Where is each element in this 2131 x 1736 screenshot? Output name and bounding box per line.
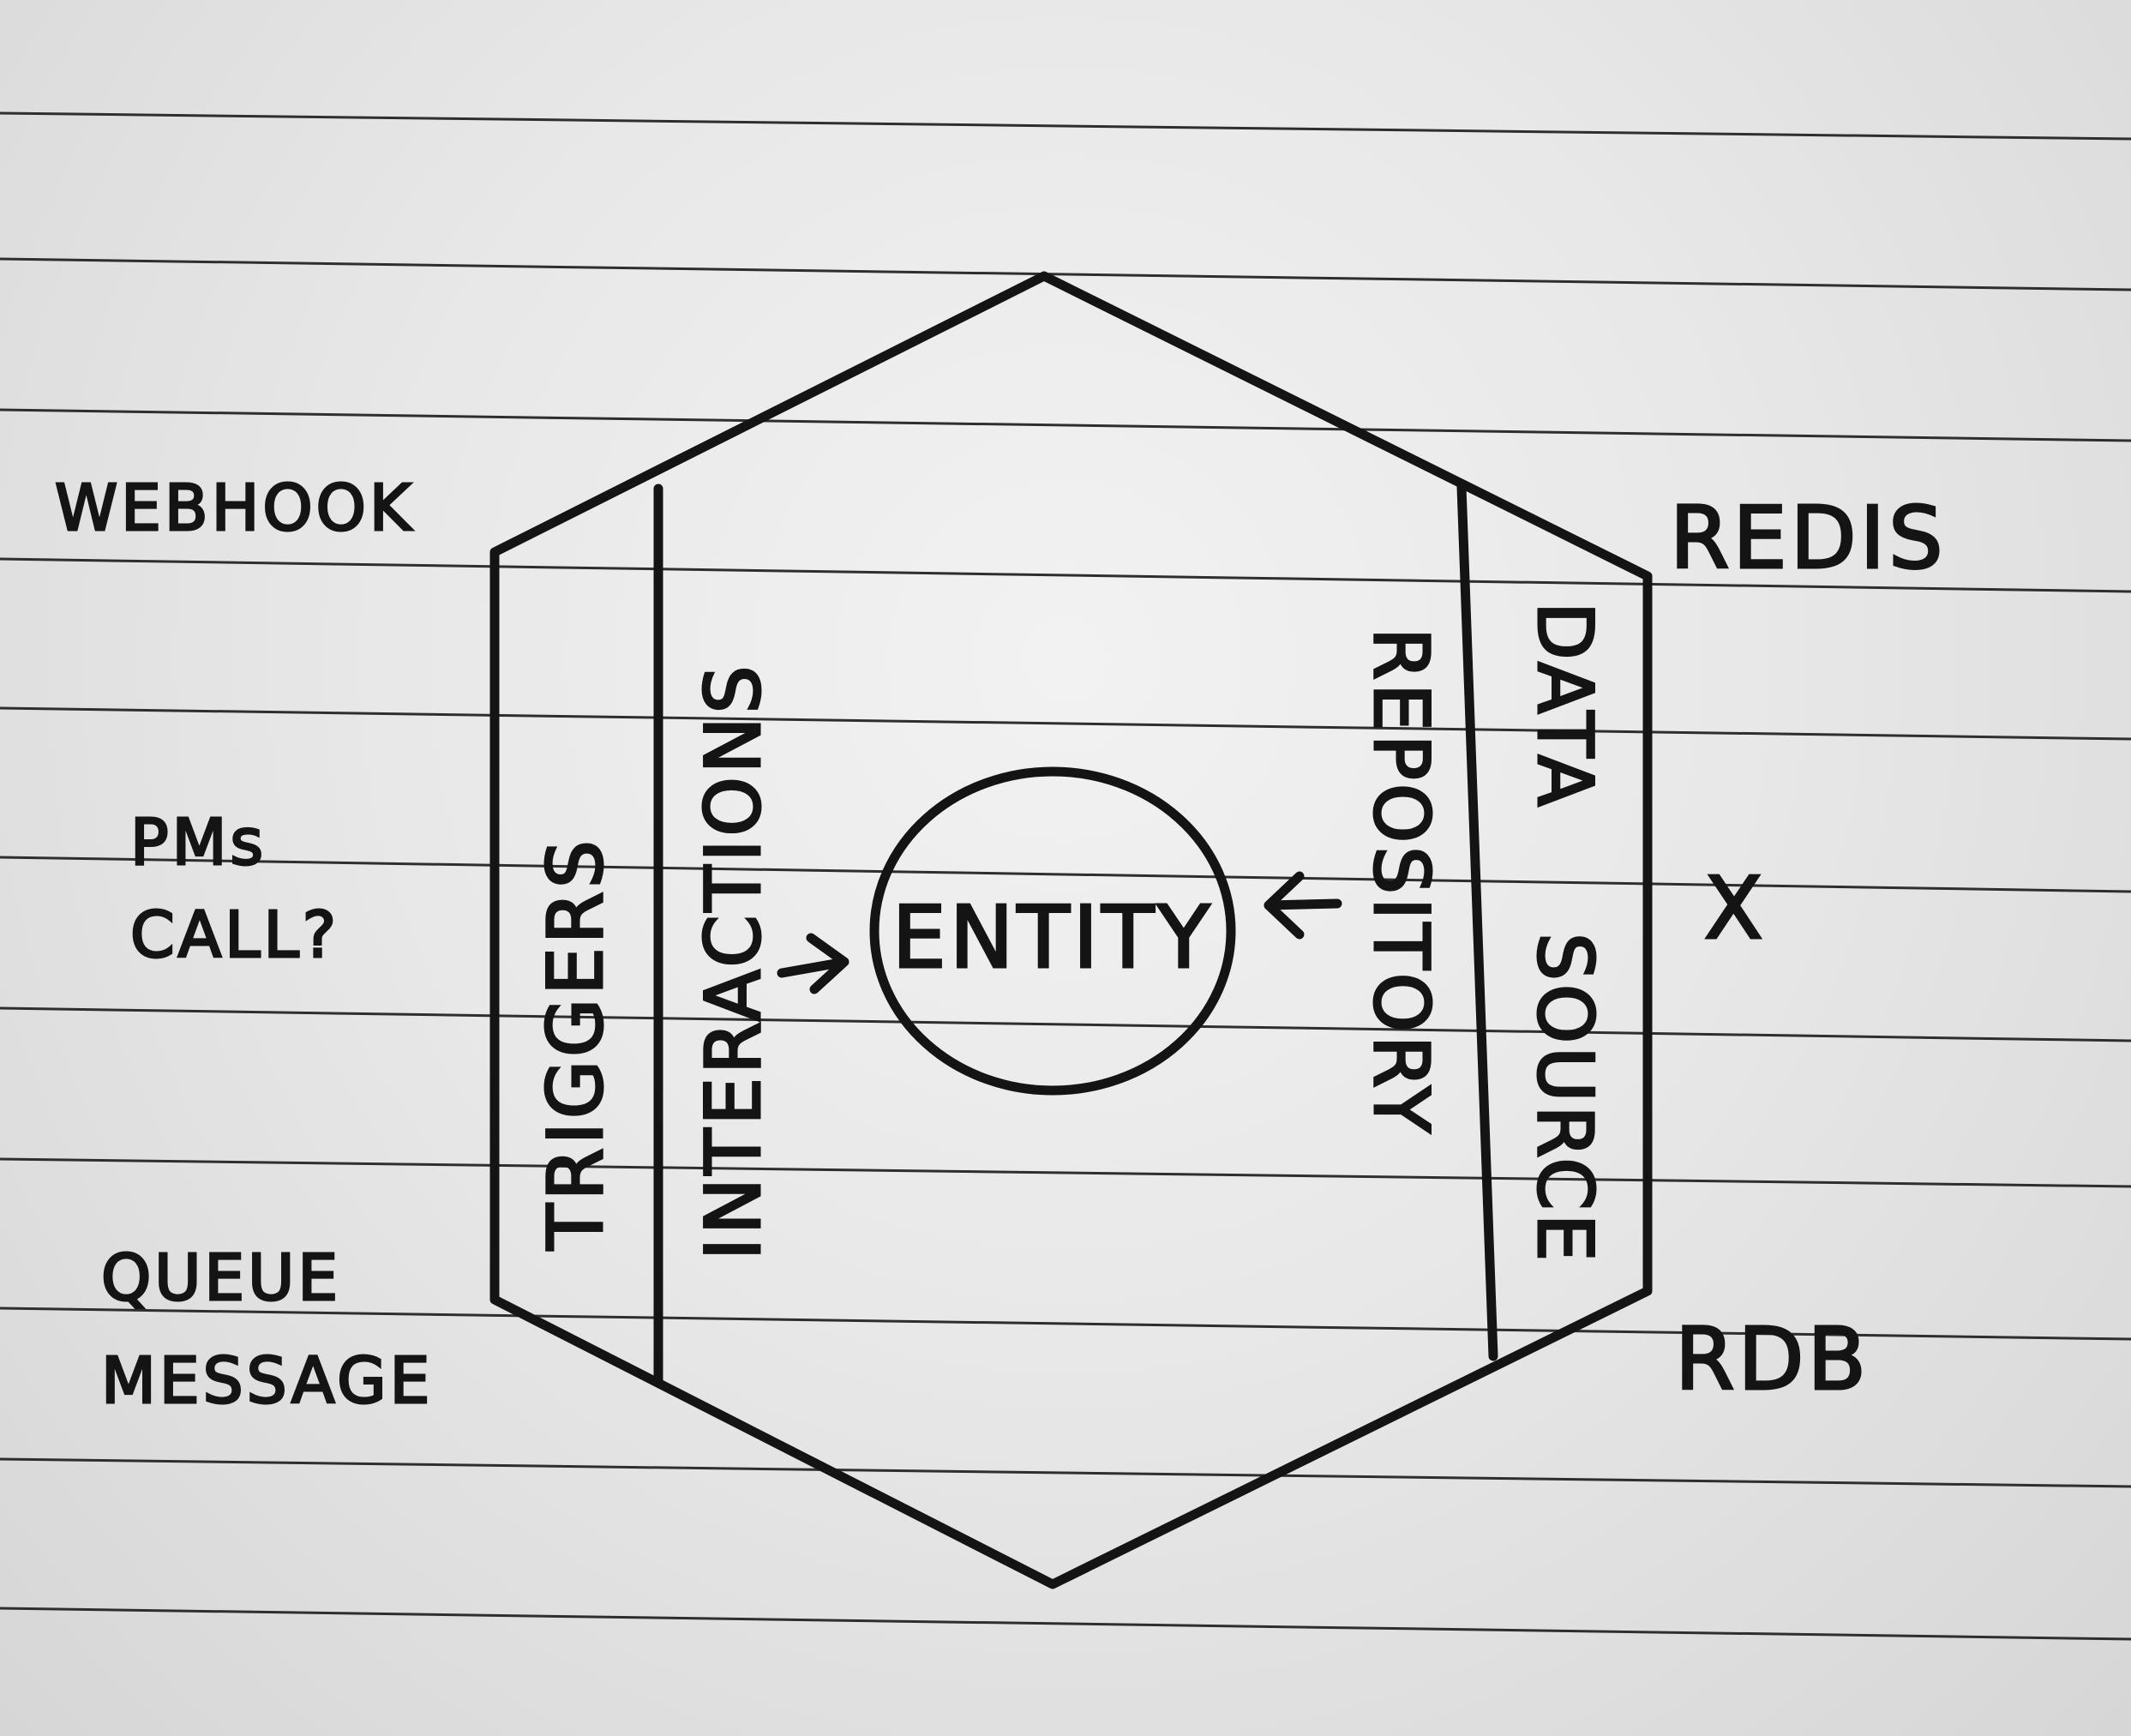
ruled-line (0, 557, 2131, 593)
source-label: SOURCE (1521, 933, 1609, 1264)
arrow-left-icon (1264, 871, 1342, 940)
ruled-lines (0, 111, 2131, 1641)
ruled-line (0, 1006, 2131, 1042)
entity-circle (869, 766, 1236, 1096)
data-label: DATA (1521, 602, 1609, 810)
repository-label: REPOSITORY (1357, 628, 1445, 1136)
right-divider-line (1456, 482, 1498, 1361)
interactions-label: INTERACTIONS (689, 663, 777, 1260)
ruled-line (0, 257, 2131, 291)
rdb-label: RDB (1675, 1309, 1870, 1409)
entity-label: ENTITY (892, 887, 1214, 988)
x-label: X (1704, 858, 1767, 958)
ruled-line (0, 1157, 2131, 1188)
ruled-line (0, 408, 2131, 442)
pms-label: PMs (130, 806, 267, 880)
ruled-line (0, 1307, 2131, 1341)
ruled-line (0, 856, 2131, 893)
redis-label: REDIS (1670, 488, 1947, 588)
call-label: CALL? (130, 898, 339, 972)
ruled-line (0, 1607, 2131, 1641)
arrow-right-icon (777, 933, 849, 994)
ruled-line (0, 706, 2131, 741)
hexagon-outline (489, 271, 1653, 1589)
triggers-label: TRIGGERS (531, 837, 620, 1251)
webhook-label: WEBHOOK (55, 472, 414, 545)
ruled-line (0, 1457, 2131, 1488)
message-label: MESSAGE (101, 1344, 433, 1418)
queue-label: QUEUE (101, 1241, 341, 1315)
ruled-line (0, 111, 2131, 141)
